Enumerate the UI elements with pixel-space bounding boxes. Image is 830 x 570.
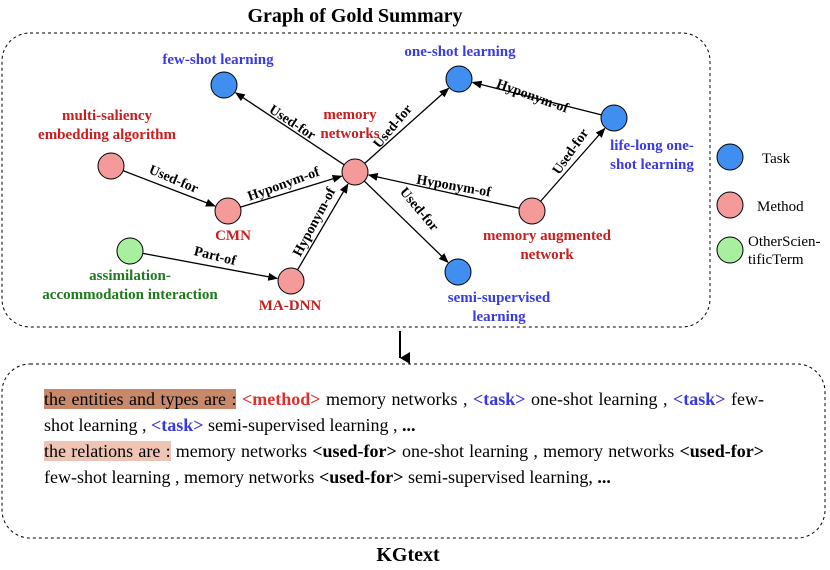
node-task-circle: [444, 258, 472, 286]
text-segment: one-shot learning , memory networks: [396, 441, 680, 461]
text-segment: semi-supervised learning,: [403, 467, 598, 487]
node-label: few-shot learning: [162, 52, 274, 68]
tag-task: <task>: [150, 415, 204, 435]
node-task-circle: [445, 65, 473, 93]
node-label: one-shot learning: [404, 44, 516, 60]
legend-other-circle: [716, 236, 744, 264]
node-task-circle: [600, 104, 628, 132]
edge-aug-to-lifelong: [540, 127, 606, 202]
edge-memory-to-fewshot: [234, 92, 345, 166]
text-segment: few-shot learning ,: [44, 389, 765, 435]
node-assim: assimilation-accommodation interaction: [42, 237, 218, 303]
edge-label: Hyponym-of: [246, 165, 322, 205]
text-segment: memory networks: [170, 441, 313, 461]
ellipsis: ...: [597, 467, 611, 487]
edge-label: Hyponym-of: [291, 185, 340, 259]
edge-cmn-to-memory: [240, 174, 343, 208]
relation-tag: <used-for>: [679, 441, 764, 461]
tag-task: <task>: [472, 389, 526, 409]
text-segment: few-shot learning , memory networks: [44, 467, 319, 487]
node-cmn: CMN: [214, 197, 251, 244]
node-method-circle: [214, 197, 242, 225]
edge-assim-to-madnn: [142, 252, 279, 281]
node-other-circle: [116, 237, 144, 265]
node-oneshot: one-shot learning: [404, 44, 516, 93]
edge-aug-to-memory: [367, 173, 520, 209]
node-method-circle: [97, 152, 125, 180]
edge-label: Part-of: [192, 244, 237, 269]
edge-msea-to-cmn: [122, 170, 216, 207]
legend-label: Method: [757, 199, 804, 215]
node-label: CMN: [215, 228, 251, 244]
legend-label: OtherScien-tificTerm: [748, 234, 820, 268]
node-method-circle: [518, 197, 546, 225]
tag-task: <task>: [673, 389, 726, 409]
legend-label: Task: [762, 151, 791, 167]
relation-tag: <used-for>: [318, 467, 404, 487]
edge-label: Used-for: [550, 126, 592, 177]
tag-method: <method>: [241, 389, 321, 409]
kgtext-title: KGtext: [376, 544, 440, 566]
edge-madnn-to-memory: [297, 183, 349, 271]
node-method-circle: [277, 267, 305, 295]
legend-method-circle: [716, 191, 744, 219]
edge-memory-to-oneshot: [364, 87, 450, 164]
node-lifelong: life-long one-shot learning: [600, 104, 694, 173]
entities-prefix: the entities and types are :: [44, 389, 237, 409]
node-task-circle: [210, 71, 238, 99]
kgtext-panel: [1, 363, 826, 539]
edge-label: Hyponym-of: [415, 173, 492, 201]
node-label: MA-DNN: [259, 298, 322, 314]
graph-panel: [1, 32, 711, 328]
edge-label: Used-for: [266, 103, 318, 144]
edge-label: Hyponym-of: [494, 77, 570, 117]
node-label: assimilation-accommodation interaction: [42, 268, 218, 303]
node-method-circle: [341, 158, 369, 186]
text-segment: semi-supervised learning ,: [203, 415, 402, 435]
edge-label: Used-for: [396, 185, 441, 235]
node-label: life-long one-shot learning: [610, 138, 694, 173]
text-segment: one-shot learning ,: [525, 389, 673, 409]
relations-prefix: the relations are :: [44, 441, 171, 461]
edge-label: Used-for: [146, 163, 200, 197]
edge-memory-to-semi: [363, 180, 449, 263]
graph-title: Graph of Gold Summary: [247, 5, 462, 27]
ellipsis: ...: [401, 415, 416, 435]
node-madnn: MA-DNN: [259, 267, 322, 314]
kgtext-paragraph: the entities and types are : <method> me…: [44, 386, 764, 490]
relation-tag: <used-for>: [312, 441, 397, 461]
text-segment: memory networks ,: [320, 389, 473, 409]
node-fewshot: few-shot learning: [162, 52, 274, 99]
edge-lifelong-to-oneshot: [471, 80, 602, 116]
legend-task-circle: [716, 143, 744, 171]
